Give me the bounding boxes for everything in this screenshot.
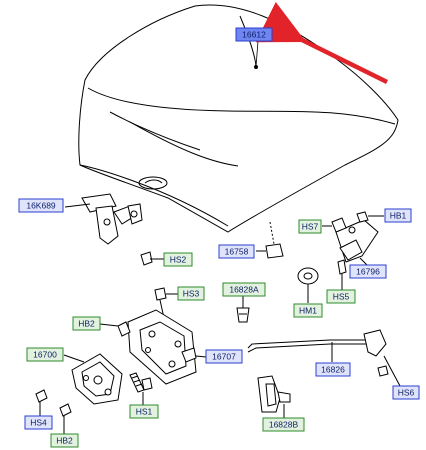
hood-leader-16612 — [253, 40, 259, 70]
callout-hb1: HB1 — [384, 208, 412, 223]
callout-box — [384, 208, 412, 223]
callout-16k689: 16K689 — [18, 198, 64, 213]
callout-text: 16796 — [356, 267, 380, 277]
callout-box — [349, 264, 387, 279]
callout-text: 16707 — [212, 352, 236, 362]
callout-box — [262, 417, 305, 432]
callout-text: HS6 — [398, 388, 415, 398]
callout-box — [177, 286, 205, 301]
callout-box — [235, 27, 273, 42]
callout-16612: 16612 — [235, 27, 273, 42]
callout-box — [129, 404, 159, 419]
callout-box — [222, 282, 266, 297]
callout-text: 16K689 — [26, 201, 56, 211]
callout-text: HS1 — [136, 407, 153, 417]
callout-text: HB2 — [78, 319, 95, 329]
callout-box — [50, 433, 79, 448]
callout-hb2: HB2 — [72, 316, 101, 331]
callout-16707: 16707 — [205, 349, 243, 364]
release-cable — [247, 329, 401, 387]
callout-box — [163, 252, 193, 267]
callout-hs4: HS4 — [24, 415, 53, 430]
callout-text: HS2 — [170, 255, 187, 265]
callout-box — [26, 347, 64, 362]
callout-16826: 16826 — [315, 362, 351, 377]
callout-hm1: HM1 — [293, 303, 323, 318]
callout-text: 16700 — [33, 350, 57, 360]
hood-hinge — [64, 193, 143, 245]
callout-box — [205, 349, 243, 364]
callout-text: HB2 — [56, 436, 73, 446]
bump-stop-16758 — [256, 221, 284, 259]
callout-hs5: HS5 — [326, 289, 356, 304]
callout-hs3: HS3 — [177, 286, 205, 301]
bolt-hs2 — [140, 251, 164, 266]
callout-box — [293, 303, 323, 318]
bolt-hb2-lower — [59, 403, 72, 434]
callout-box — [298, 219, 322, 234]
callout-box — [315, 362, 351, 377]
callout-text: 16826 — [321, 365, 345, 375]
release-handle-16828b — [257, 375, 291, 418]
callout-hb2-lower: HB2 — [50, 433, 79, 448]
callout-text: HB1 — [390, 211, 407, 221]
callout-text: 16828A — [229, 285, 259, 295]
callout-box — [24, 415, 53, 430]
callout-16700: 16700 — [26, 347, 64, 362]
callout-text: HS7 — [302, 222, 319, 232]
callout-text: 16612 — [242, 30, 266, 40]
callout-box — [72, 316, 101, 331]
red-arrow — [255, 1, 388, 85]
hood-panel — [78, 4, 399, 233]
clip-16828a — [236, 296, 250, 323]
bolt-hs4 — [35, 389, 48, 418]
callout-16828a: 16828A — [222, 282, 266, 297]
grommet-hm1 — [297, 267, 319, 303]
callout-box — [326, 289, 356, 304]
studs-hs1 — [129, 372, 153, 405]
callout-box — [218, 244, 255, 259]
callout-text: HS3 — [183, 289, 200, 299]
callout-text: 16758 — [225, 247, 249, 257]
callout-text: HS5 — [333, 292, 350, 302]
hood-striker — [63, 353, 123, 405]
callout-hs7: HS7 — [298, 219, 322, 234]
callout-text: HS4 — [30, 418, 47, 428]
callout-box — [18, 198, 64, 213]
callout-text: HM1 — [299, 306, 317, 316]
callout-hs6: HS6 — [392, 385, 420, 400]
callout-text: 16828B — [269, 420, 299, 430]
callout-hs1: HS1 — [129, 404, 159, 419]
callout-box — [392, 385, 420, 400]
callout-hs2: HS2 — [163, 252, 193, 267]
hood-latch-bracket — [99, 309, 207, 385]
callout-16828b: 16828B — [262, 417, 305, 432]
callout-16796: 16796 — [349, 264, 387, 279]
prop-rod-bracket — [322, 211, 384, 290]
callout-16758: 16758 — [218, 244, 255, 259]
